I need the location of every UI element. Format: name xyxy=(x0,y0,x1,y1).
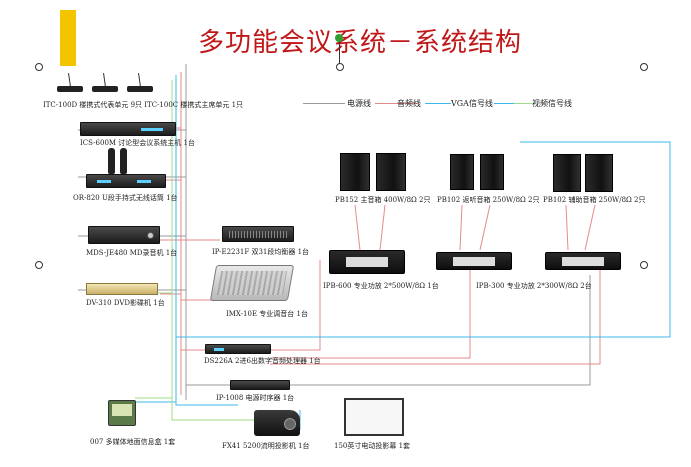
legend-power-swatch xyxy=(303,103,345,104)
rotation-handle-stem xyxy=(339,40,340,64)
power-sequencer-unit xyxy=(230,380,290,390)
legend-vga-swatch xyxy=(425,103,451,104)
vga-line xyxy=(176,141,671,338)
dvd-player-label: DV-310 DVD影碟机 1台 xyxy=(86,299,165,307)
audio-line xyxy=(584,204,596,251)
legend-audio-label: 音频线 xyxy=(397,99,421,108)
conference-host-unit xyxy=(80,122,176,136)
main-speaker-left xyxy=(340,153,370,191)
wireless-mic-label: OR-820 U段手持式无线话筒 1台 xyxy=(73,194,178,202)
projection-screen-unit xyxy=(344,398,404,436)
power-sequencer-label: IP-1008 电源时序器 1台 xyxy=(216,394,295,402)
md-recorder-label: MDS-JE480 MD录音机 1台 xyxy=(86,249,178,257)
audio-line xyxy=(270,270,471,359)
dvd-player-unit xyxy=(86,283,158,295)
aux-speaker-left xyxy=(553,154,581,192)
projector-label: FX41 5200流明投影机 1台 xyxy=(222,442,310,450)
equalizer-label: IP-E2231F 双31段均衡器 1台 xyxy=(212,248,310,256)
mic-unit-1 xyxy=(55,72,85,93)
floor-box-unit xyxy=(108,400,136,426)
floor-box-label: 007 多媒体地面信息盒 1套 xyxy=(90,438,176,446)
legend-video-label: 视频信号线 xyxy=(532,99,572,108)
audio-line xyxy=(354,204,361,251)
mic-unit-3 xyxy=(125,72,155,93)
monitor-speaker-label: PB102 返听音箱 250W/8Ω 2只 xyxy=(437,196,540,204)
mic-units-label: ITC-100D 楼携式代表单元 9只 ITC-100C 楼携式主席单元 1只 xyxy=(43,101,244,109)
projector-unit xyxy=(254,410,300,436)
conference-host-label: ICS-600M 讨论型会议系统主机 1台 xyxy=(80,139,195,147)
wireless-mic-handheld-1 xyxy=(108,148,115,174)
legend-vga-swatch-2 xyxy=(494,103,514,104)
projection-screen-label: 150英寸电动投影幕 1套 xyxy=(334,442,411,450)
mixer-console-unit xyxy=(209,265,295,301)
power-line xyxy=(290,275,591,386)
amplifier-600-label: IPB-600 专业功放 2*500W/8Ω 1台 xyxy=(323,282,439,290)
audio-processor-label: DS226A 2进6出数字音频处理器 1台 xyxy=(204,357,321,365)
audio-line xyxy=(565,204,569,251)
selection-handle-right-mid[interactable] xyxy=(640,261,648,269)
equalizer-unit xyxy=(222,226,294,242)
monitor-speaker-left xyxy=(450,154,474,190)
wireless-mic-handheld-2 xyxy=(120,148,127,174)
audio-processor-unit xyxy=(205,344,271,354)
audio-line xyxy=(270,268,601,365)
aux-speaker-right xyxy=(585,154,613,192)
audio-line xyxy=(459,204,463,251)
legend-video-swatch xyxy=(514,103,532,104)
amplifier-300-b xyxy=(545,252,621,270)
legend-audio-swatch xyxy=(375,103,417,104)
selection-handle-left-mid[interactable] xyxy=(35,261,43,269)
amplifier-600 xyxy=(329,250,405,274)
amplifier-300-label: IPB-300 专业功放 2*300W/8Ω 2台 xyxy=(476,282,592,290)
page-title: 多功能会议系统－系统结构 xyxy=(198,28,523,58)
mixer-console-label: IMX-10E 专业调音台 1台 xyxy=(226,310,308,318)
audio-line xyxy=(479,204,491,251)
monitor-speaker-right xyxy=(480,154,504,190)
video-line xyxy=(171,395,260,421)
vga-line xyxy=(175,75,238,406)
amplifier-300-a xyxy=(436,252,512,270)
audio-line xyxy=(270,260,321,351)
legend-vga-label: VGA信号线 xyxy=(451,99,493,108)
main-speaker-right xyxy=(376,153,406,191)
mic-unit-2 xyxy=(90,72,120,93)
main-speaker-label: PB152 主音箱 400W/8Ω 2只 xyxy=(335,196,431,204)
legend-power-label: 电源线 xyxy=(347,99,371,108)
wireless-receiver-unit xyxy=(86,174,166,188)
selection-handle-left[interactable] xyxy=(35,63,43,71)
selection-handle-right[interactable] xyxy=(640,63,648,71)
rotation-handle[interactable] xyxy=(335,34,343,42)
md-recorder-unit xyxy=(88,226,160,244)
audio-line xyxy=(379,204,386,251)
selection-handle-top[interactable] xyxy=(336,63,344,71)
title-accent-bar xyxy=(60,10,76,66)
aux-speaker-label: PB102 辅助音箱 250W/8Ω 2只 xyxy=(543,196,646,204)
legend: 电源线 音频线 VGA信号线 视频信号线 xyxy=(303,98,603,110)
